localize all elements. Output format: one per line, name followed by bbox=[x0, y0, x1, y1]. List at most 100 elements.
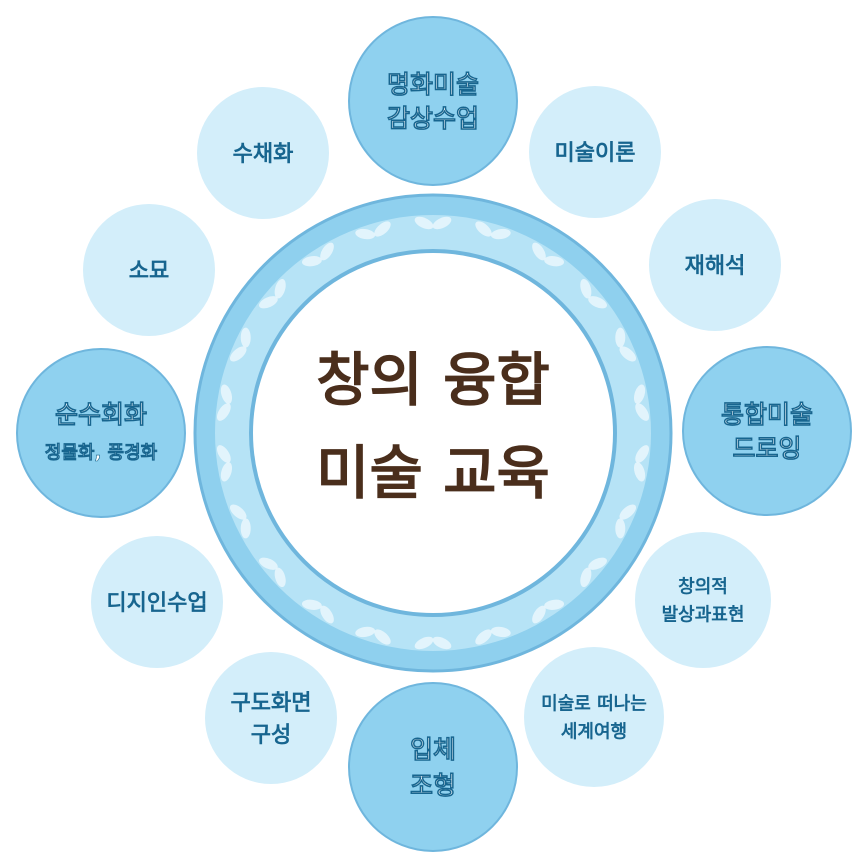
node-label: 재해석 bbox=[685, 254, 746, 279]
ring-leaf bbox=[229, 504, 251, 539]
center-ring bbox=[193, 193, 673, 673]
ring-leaf bbox=[615, 327, 637, 362]
ring-leaf-petal bbox=[544, 256, 565, 267]
ring-leaf-petal bbox=[588, 557, 607, 570]
node-label: 명화미술 bbox=[387, 70, 479, 99]
ring-leaf bbox=[615, 504, 637, 539]
node-label: 조형 bbox=[410, 771, 456, 800]
node-bottom-left-2: 디지인수업 bbox=[91, 536, 223, 668]
ring-leaf-petal bbox=[240, 518, 251, 539]
ring-leaf-petal bbox=[320, 242, 334, 261]
node-label: 디지인수업 bbox=[106, 591, 207, 616]
ring-leaf bbox=[259, 278, 286, 309]
ring-leaf bbox=[259, 557, 286, 588]
ring-leaf-pattern bbox=[216, 216, 650, 650]
node-label: 구성 bbox=[251, 723, 291, 748]
node-top-right-1: 미술이론 bbox=[529, 86, 661, 218]
ring-leaf-petal bbox=[432, 216, 452, 230]
node-label: 창의적 bbox=[678, 576, 728, 597]
ring-leaf bbox=[355, 626, 391, 645]
ring-leaf-petal bbox=[274, 278, 286, 299]
ring-leaf bbox=[580, 557, 607, 588]
node-label: 통합미술 bbox=[721, 400, 813, 429]
ring-leaf-petal bbox=[615, 518, 626, 539]
node-label: 발상과표현 bbox=[662, 604, 745, 625]
node-circle bbox=[649, 199, 781, 331]
ring-leaf-petal bbox=[259, 557, 278, 570]
ring-leaf-petal bbox=[432, 636, 452, 650]
ring-leaf-petal bbox=[240, 327, 251, 348]
node-top-right-2: 재해석 bbox=[649, 199, 781, 331]
ring-leaf bbox=[633, 384, 650, 421]
ring-leaf-petal bbox=[374, 221, 391, 237]
ring-leaf-petal bbox=[216, 403, 231, 421]
ring-leaf bbox=[355, 221, 391, 240]
node-top-left-2: 소묘 bbox=[83, 204, 215, 336]
ring-leaf-petal bbox=[490, 626, 511, 638]
ring-leaf-petal bbox=[475, 221, 492, 237]
ring-leaf-petal bbox=[532, 605, 546, 624]
ring-leaf-petal bbox=[301, 599, 322, 610]
ring-leaf-petal bbox=[619, 346, 637, 362]
ring-leaf-petal bbox=[532, 242, 546, 261]
ring-leaf-petal bbox=[619, 504, 637, 520]
node-circle bbox=[635, 532, 771, 668]
node-circle bbox=[682, 346, 852, 516]
node-label: 미술이론 bbox=[555, 141, 636, 166]
node-circle bbox=[91, 536, 223, 668]
ring-leaf bbox=[532, 599, 565, 624]
node-label: 정물화, 풍경화 bbox=[45, 442, 158, 463]
ring-leaf bbox=[580, 278, 607, 309]
ring-leaf-petal bbox=[216, 445, 231, 463]
node-label: 소묘 bbox=[129, 259, 169, 284]
ring-leaf bbox=[532, 242, 565, 267]
ring-leaf bbox=[229, 327, 251, 362]
node-label: 감상수업 bbox=[387, 104, 479, 133]
ring-leaf-petal bbox=[374, 629, 391, 645]
ring-leaf-petal bbox=[588, 296, 607, 309]
node-circle bbox=[529, 86, 661, 218]
ring-leaf-petal bbox=[414, 216, 434, 230]
ring-leaf bbox=[216, 445, 233, 482]
ring-leaf-petal bbox=[635, 445, 650, 463]
ring-leaf-petal bbox=[220, 462, 233, 482]
ring-leaf bbox=[414, 636, 452, 650]
ring-leaf-petal bbox=[229, 504, 247, 520]
ring-leaf-petal bbox=[580, 278, 592, 299]
ring-leaf-petal bbox=[544, 599, 565, 610]
ring-leaf-petal bbox=[229, 346, 247, 362]
node-label: 세계여행 bbox=[561, 721, 627, 742]
ring-leaf-petal bbox=[320, 605, 334, 624]
ring-leaf bbox=[301, 242, 334, 267]
ring-leaf-petal bbox=[355, 228, 376, 240]
ring-leaf-petal bbox=[580, 567, 592, 588]
node-circle bbox=[524, 647, 664, 787]
node-label: 입체 bbox=[410, 735, 456, 764]
ring-leaf-petal bbox=[475, 629, 492, 645]
node-label: 미술로 떠나는 bbox=[541, 693, 647, 714]
ring-leaf bbox=[414, 216, 452, 230]
node-circle bbox=[197, 87, 329, 219]
ring-leaf bbox=[475, 221, 511, 240]
node-label: 드로잉 bbox=[732, 434, 801, 463]
ring-leaf-petal bbox=[301, 256, 322, 267]
node-circle bbox=[83, 204, 215, 336]
ring-leaf-petal bbox=[414, 636, 434, 650]
center-title-line-2: 미술 교육 bbox=[316, 439, 550, 507]
node-label: 수채화 bbox=[233, 142, 294, 167]
node-circle bbox=[205, 652, 337, 784]
node-top-left-1: 수채화 bbox=[197, 87, 329, 219]
ring-leaf-petal bbox=[635, 403, 650, 421]
ring-leaf-petal bbox=[490, 228, 511, 240]
ring-leaf bbox=[633, 445, 650, 482]
ring-leaf-petal bbox=[220, 384, 233, 404]
ring-leaf bbox=[216, 384, 233, 421]
node-circle bbox=[348, 16, 518, 186]
ring-inner-disc bbox=[249, 249, 617, 617]
